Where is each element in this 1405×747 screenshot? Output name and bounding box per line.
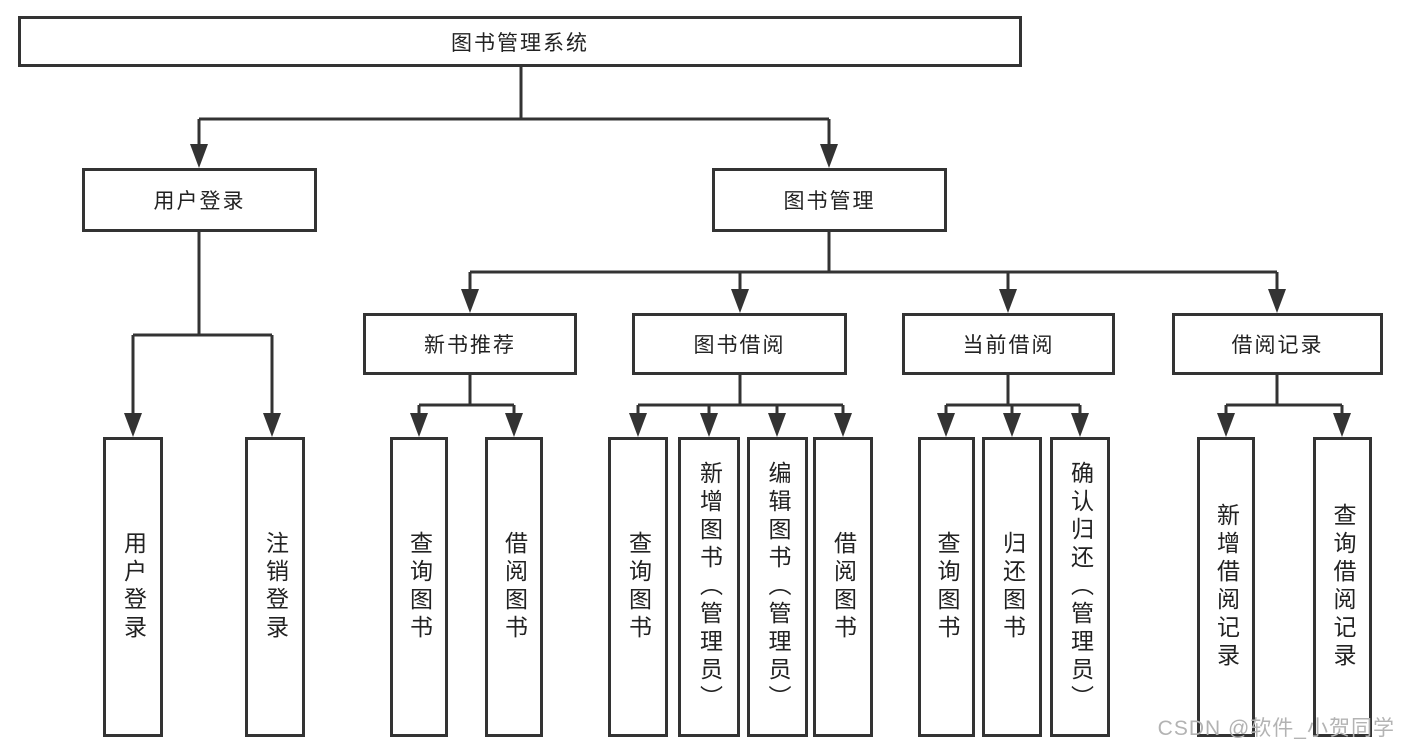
leaf-edit-book-admin: 编辑图书（管理员） <box>747 437 808 737</box>
node-current-borrowing: 当前借阅 <box>902 313 1115 375</box>
leaf-add-book-admin: 新增图书（管理员） <box>678 437 740 737</box>
leaf-query-borrow-record: 查询借阅记录 <box>1313 437 1372 737</box>
node-user-login: 用户登录 <box>82 168 317 232</box>
leaf-query-books-current: 查询图书 <box>918 437 975 737</box>
leaf-user-login: 用户登录 <box>103 437 163 737</box>
leaf-query-books-borrowing: 查询图书 <box>608 437 668 737</box>
node-book-borrowing: 图书借阅 <box>632 313 847 375</box>
node-book-management: 图书管理 <box>712 168 947 232</box>
leaf-logout: 注销登录 <box>245 437 305 737</box>
leaf-query-books-recommend: 查询图书 <box>390 437 448 737</box>
arrowheads <box>124 144 1351 437</box>
node-library-system: 图书管理系统 <box>18 16 1022 67</box>
leaf-borrow-books-recommend: 借阅图书 <box>485 437 543 737</box>
leaf-borrow-books-borrowing: 借阅图书 <box>813 437 873 737</box>
leaf-return-book: 归还图书 <box>982 437 1042 737</box>
node-new-book-recommend: 新书推荐 <box>363 313 577 375</box>
leaf-confirm-return-admin: 确认归还（管理员） <box>1050 437 1110 737</box>
node-borrowing-records: 借阅记录 <box>1172 313 1383 375</box>
leaf-add-borrow-record: 新增借阅记录 <box>1197 437 1255 737</box>
csdn-watermark: CSDN @软件_小贺同学 <box>1157 717 1395 740</box>
